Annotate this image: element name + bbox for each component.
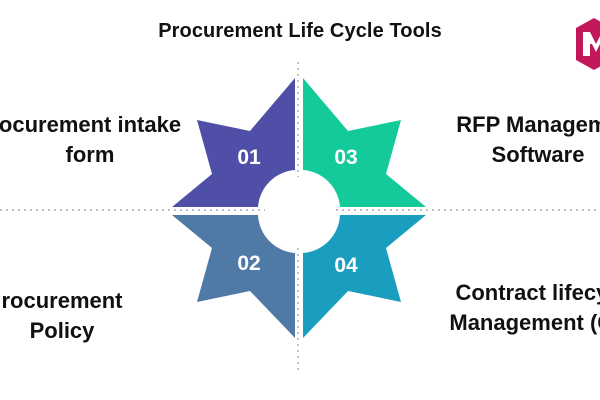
center-circle (265, 177, 333, 245)
quadrant-04-shape (303, 215, 426, 338)
logo-letter-shape (583, 32, 600, 56)
quadrant-01-label: ocurement intake form (0, 110, 200, 170)
quadrant-03-label-line2: Software (491, 142, 585, 167)
quadrant-04-label-line2: Management (CL (449, 310, 600, 335)
quadrant-03-label: RFP Manageme Software (418, 110, 600, 170)
quadrant-04-label: Contract lifecyc Management (CL (418, 278, 600, 338)
quadrant-04-label-line1: Contract lifecyc (455, 280, 600, 305)
quadrant-01-shape (172, 78, 295, 207)
quadrant-01-label-line2: form (65, 142, 115, 167)
logo-mark (576, 18, 600, 70)
quadrant-01-label-line1: ocurement intake (0, 112, 182, 137)
quadrant-01-number: 01 (237, 146, 261, 169)
quadrant-02-label-line2: Policy (29, 318, 95, 343)
quadrant-02-number: 02 (237, 252, 260, 275)
quadrant-02-label-line1: rocurement (1, 288, 123, 313)
quadrant-04-number: 04 (334, 254, 358, 277)
quadrant-03-label-line1: RFP Manageme (456, 112, 600, 137)
quadrant-02-label: rocurement Policy (0, 286, 162, 346)
quadrant-03-shape (303, 78, 426, 207)
quadrant-02-shape (172, 215, 295, 338)
quadrant-03-number: 03 (334, 146, 357, 169)
page-title: Procurement Life Cycle Tools (158, 20, 442, 42)
